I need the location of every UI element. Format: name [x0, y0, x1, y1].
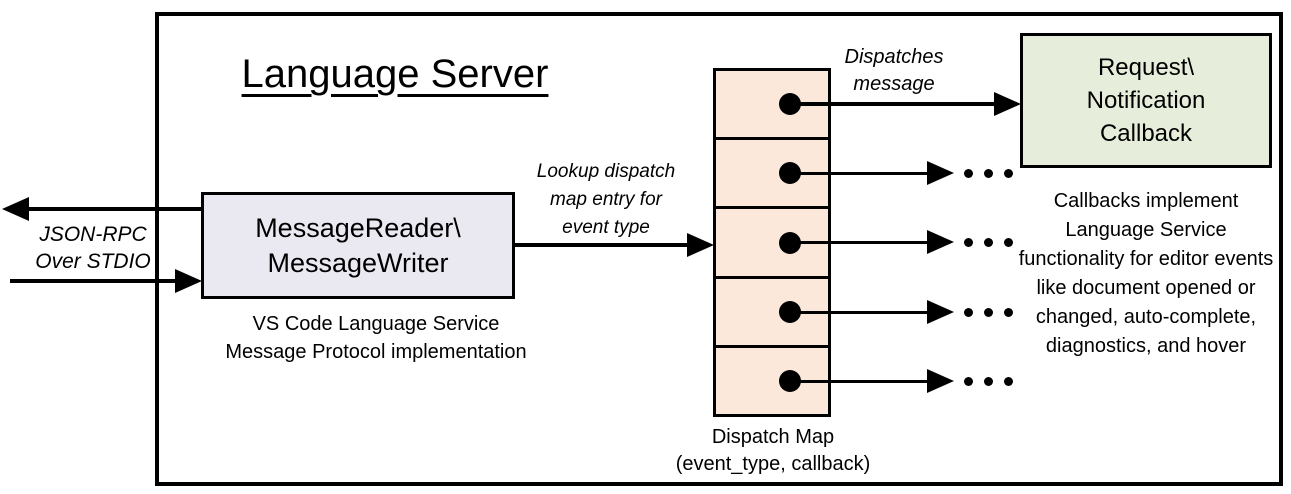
- dispatch-map-caption: Dispatch Map (event_type, callback): [648, 424, 898, 478]
- ellipsis-icon: [964, 169, 1013, 178]
- json-rpc-label: JSON-RPC Over STDIO: [18, 221, 168, 275]
- message-box-line2: MessageWriter: [267, 247, 449, 278]
- callback-box-line2: Notification: [1086, 87, 1206, 114]
- arrow-line-stdio-out: [27, 207, 202, 211]
- ellipsis-icon: [964, 238, 1013, 247]
- request-notification-callback-box: Request\ Notification Callback: [1020, 33, 1272, 168]
- dispatch-map-caption-line1: Dispatch Map: [711, 426, 835, 448]
- ellipsis-icon: [964, 308, 1013, 317]
- message-box-line1: MessageReader\: [255, 212, 461, 243]
- arrow-right-head-callback-3: [927, 230, 954, 254]
- ellipsis-icon: [964, 377, 1013, 386]
- dispatch-map-cell: [716, 209, 828, 279]
- arrow-left-head-stdio-out: [2, 197, 29, 221]
- arrow-line-callback-4: [787, 311, 928, 314]
- callback-box-line1: Request\: [1097, 54, 1195, 81]
- diagram-title: Language Server: [241, 52, 549, 96]
- arrow-right-head-callback-5: [927, 369, 954, 393]
- callbacks-note: Callbacks implement Language Service fun…: [1018, 190, 1274, 357]
- arrow-line-dispatch-message: [787, 102, 996, 106]
- arrow-line-lookup: [515, 243, 689, 247]
- arrow-line-callback-3: [787, 241, 928, 244]
- lookup-arrow-label: Lookup dispatch map entry for event type: [536, 161, 676, 238]
- dispatches-message-label: Dispatches message: [833, 44, 955, 98]
- message-box-caption-line1: VS Code Language Service: [252, 313, 500, 335]
- message-box-caption: VS Code Language Service Message Protoco…: [176, 310, 576, 366]
- language-server-boundary-box: [155, 12, 1283, 486]
- arrow-right-head-dispatch-message: [994, 92, 1021, 116]
- json-rpc-label-line1: JSON-RPC: [39, 223, 147, 246]
- arrow-line-callback-2: [787, 172, 928, 175]
- json-rpc-label-line2: Over STDIO: [35, 250, 151, 273]
- arrow-right-head-lookup: [687, 233, 714, 257]
- message-reader-writer-box: MessageReader\ MessageWriter: [201, 192, 515, 299]
- callback-box-line3: Callback: [1099, 120, 1193, 147]
- arrow-line-callback-5: [787, 380, 928, 383]
- arrow-right-head-stdio-in: [175, 269, 202, 293]
- arrow-line-stdio-in: [10, 279, 177, 283]
- arrow-right-head-callback-4: [927, 300, 954, 324]
- dispatches-message-label-line1: Dispatches: [844, 46, 944, 68]
- dispatch-map-caption-line2: (event_type, callback): [675, 453, 871, 475]
- arrow-right-head-callback-2: [927, 161, 954, 185]
- dispatches-message-label-line2: message: [853, 73, 935, 95]
- message-box-caption-line2: Message Protocol implementation: [225, 341, 527, 363]
